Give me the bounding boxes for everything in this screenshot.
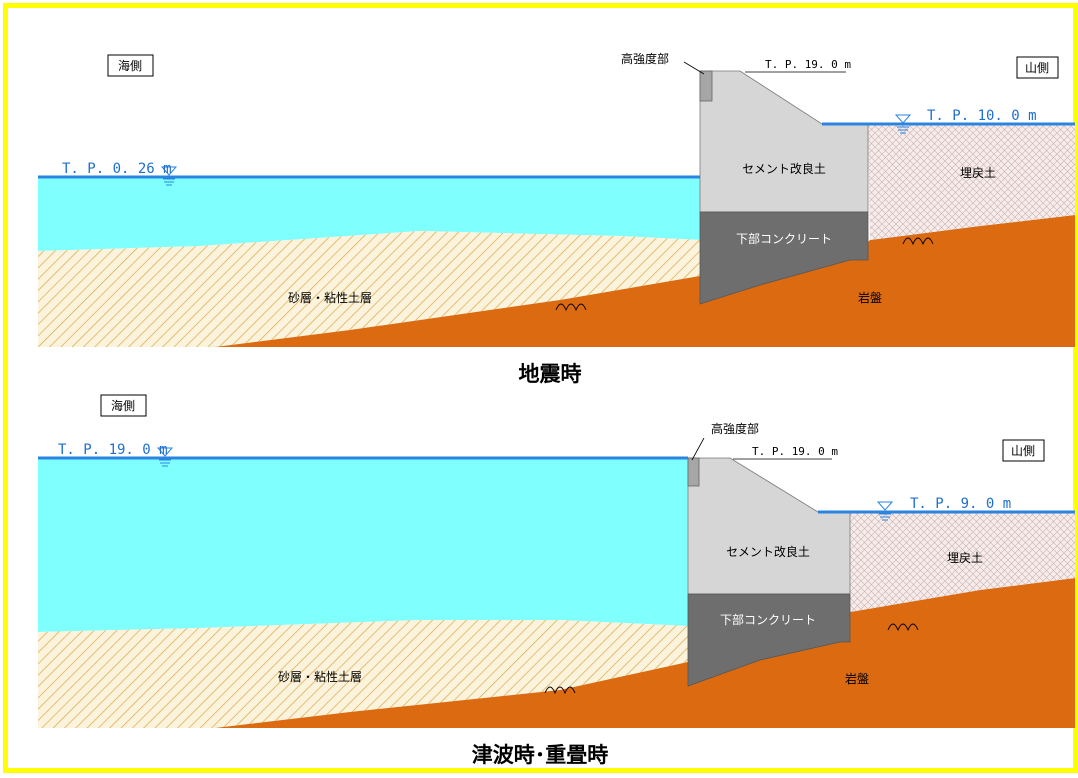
bedrock-layer <box>215 215 1075 347</box>
sea-level-label: T. P. 19. 0 m <box>58 442 168 458</box>
bedrock-label: 岩盤 <box>845 671 869 686</box>
panel-earthquake: 海側 山側 高強度部 T. P. 19. 0 m T. P. 0. 26 m T… <box>38 51 1075 386</box>
weathering-symbol-icon <box>887 623 919 632</box>
sea-side-box <box>100 394 147 417</box>
cement-soil-block <box>699 70 869 213</box>
high-strength-part <box>687 457 700 487</box>
lower-concrete-block <box>687 593 851 687</box>
sea-side-box <box>107 54 154 77</box>
panel-tsunami: 海側 山側 高強度部 T. P. 19. 0 m T. P. 19. 0 m T… <box>38 394 1075 767</box>
sea-water <box>38 176 700 251</box>
fill-soil-label: 埋戻土 <box>947 551 983 565</box>
crest-level-label: T. P. 19. 0 m <box>752 445 838 458</box>
lower-concrete-label: 下部コンクリート <box>720 612 816 627</box>
mountain-side-label: 山側 <box>1011 444 1035 458</box>
land-level-label: T. P. 10. 0 m <box>927 108 1037 124</box>
sand-clay-layer <box>38 620 688 728</box>
sand-layer-label: 砂層・粘性土層 <box>288 290 372 305</box>
yellow-frame <box>3 3 1078 773</box>
weathering-symbol-icon <box>544 686 576 695</box>
sea-side-label: 海側 <box>111 398 135 413</box>
bedrock-label: 岩盤 <box>858 290 882 305</box>
weathering-symbol-icon <box>555 303 587 312</box>
bedrock-layer <box>215 578 1075 728</box>
high-strength-part <box>699 70 713 102</box>
panel-caption: 津波時･重畳時 <box>472 743 609 767</box>
fill-soil-label: 埋戻土 <box>960 166 996 180</box>
fill-soil-layer <box>822 124 1075 240</box>
fill-soil-layer <box>818 512 1075 612</box>
mountain-side-box <box>1016 56 1059 79</box>
mountain-side-label: 山側 <box>1025 61 1049 75</box>
crest-level-label: T. P. 19. 0 m <box>765 58 851 71</box>
lower-concrete-label: 下部コンクリート <box>736 231 832 246</box>
cement-soil-label: セメント改良土 <box>742 161 826 176</box>
lower-concrete-block <box>699 211 869 305</box>
mountain-side-box <box>1002 439 1045 462</box>
sand-clay-layer <box>38 231 700 347</box>
panel-caption: 地震時 <box>519 362 582 386</box>
weathering-symbol-icon <box>902 237 934 246</box>
cement-soil-label: セメント改良土 <box>726 544 810 559</box>
water-level-marker-icon <box>156 447 174 467</box>
high-strength-label: 高強度部 <box>621 51 669 66</box>
sand-layer-label: 砂層・粘性土層 <box>278 669 362 684</box>
cement-soil-block <box>687 457 851 595</box>
land-level-label: T. P. 9. 0 m <box>910 496 1011 512</box>
sea-level-label: T. P. 0. 26 m <box>62 161 172 177</box>
high-strength-label: 高強度部 <box>711 421 759 436</box>
water-level-marker-icon <box>894 114 912 134</box>
sea-water <box>38 458 688 632</box>
water-level-marker-icon <box>876 501 894 521</box>
sea-side-label: 海側 <box>118 58 142 73</box>
water-level-marker-icon <box>160 166 178 186</box>
